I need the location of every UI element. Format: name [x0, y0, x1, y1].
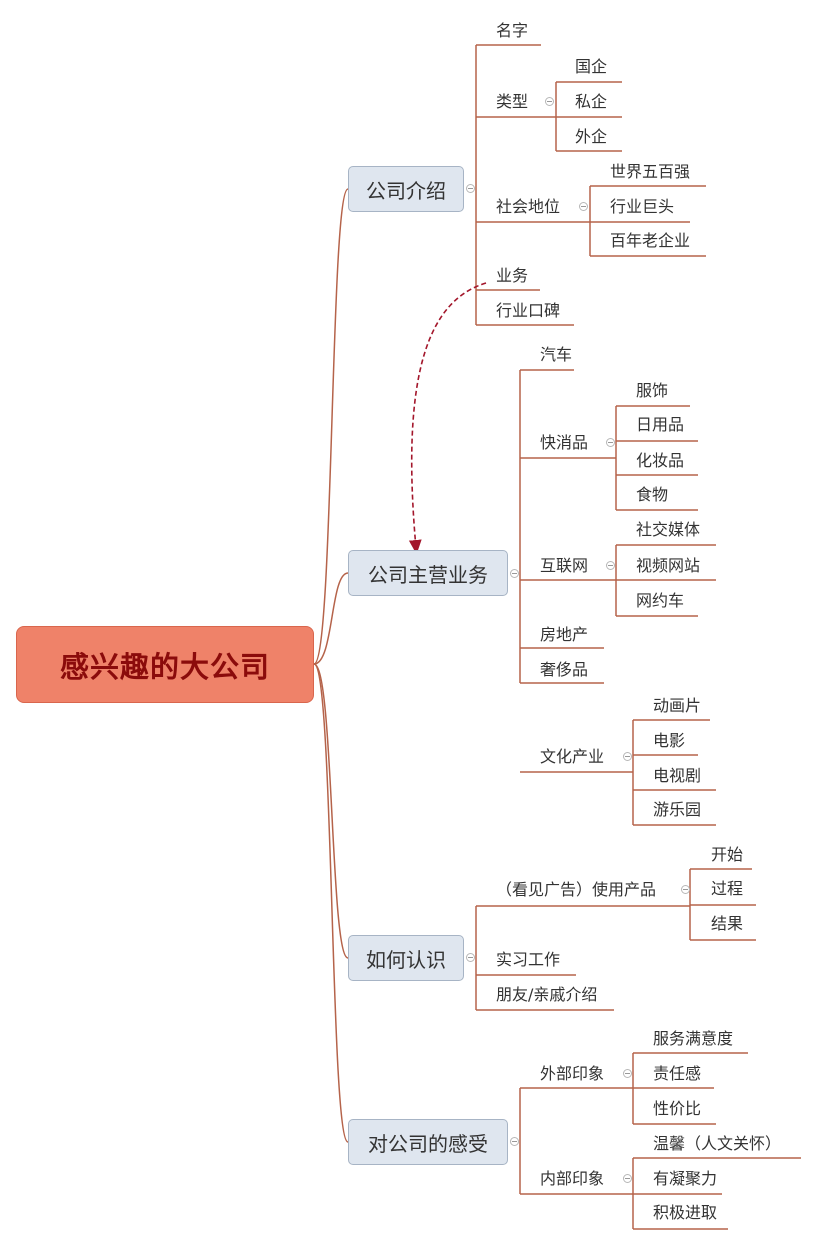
subtopic-ride-hailing[interactable]: 网约车: [636, 591, 685, 610]
topic-real-estate[interactable]: 房地产: [540, 625, 589, 644]
subtopic-responsibility[interactable]: 责任感: [653, 1064, 702, 1083]
subtopic-foreign[interactable]: 外企: [575, 127, 608, 146]
collapse-toggle-icon[interactable]: [681, 885, 690, 894]
main-node-company-intro[interactable]: 公司介绍: [348, 166, 464, 212]
collapse-toggle-icon[interactable]: [579, 202, 588, 211]
subtopic-amusement-park[interactable]: 游乐园: [653, 800, 702, 819]
collapse-toggle-icon[interactable]: [623, 752, 632, 761]
subtopic-process[interactable]: 过程: [711, 879, 744, 898]
subtopic-apparel[interactable]: 服饰: [636, 381, 669, 400]
topic-internet[interactable]: 互联网: [540, 556, 589, 575]
connector: [313, 572, 349, 665]
topic-friend-referral[interactable]: 朋友/亲戚介绍: [496, 985, 598, 1004]
collapse-toggle-icon[interactable]: [623, 1174, 632, 1183]
main-node-feelings[interactable]: 对公司的感受: [348, 1119, 508, 1165]
topic-name[interactable]: 名字: [496, 21, 529, 40]
topic-external-impression[interactable]: 外部印象: [540, 1064, 605, 1083]
collapse-toggle-icon[interactable]: [466, 953, 475, 962]
collapse-toggle-icon[interactable]: [545, 97, 554, 106]
topic-social-status[interactable]: 社会地位: [496, 197, 561, 216]
topic-internship[interactable]: 实习工作: [496, 950, 561, 969]
subtopic-social-media[interactable]: 社交媒体: [636, 520, 701, 539]
subtopic-video-site[interactable]: 视频网站: [636, 556, 701, 575]
subtopic-industry-giant[interactable]: 行业巨头: [610, 197, 675, 216]
main-node-how-to-know[interactable]: 如何认识: [348, 935, 464, 981]
subtopic-service-satisfaction[interactable]: 服务满意度: [653, 1029, 734, 1048]
subtopic-private[interactable]: 私企: [575, 92, 608, 111]
topic-culture-industry[interactable]: 文化产业: [540, 747, 605, 766]
collapse-toggle-icon[interactable]: [466, 184, 475, 193]
topic-reputation[interactable]: 行业口碑: [496, 301, 561, 320]
subtopic-fortune-500[interactable]: 世界五百强: [610, 162, 691, 181]
collapse-toggle-icon[interactable]: [606, 561, 615, 570]
collapse-toggle-icon[interactable]: [510, 1137, 519, 1146]
topic-auto[interactable]: 汽车: [540, 345, 573, 364]
subtopic-cohesion[interactable]: 有凝聚力: [653, 1169, 718, 1188]
topic-fmcg[interactable]: 快消品: [540, 433, 589, 452]
connector: [313, 663, 349, 1143]
subtopic-food[interactable]: 食物: [636, 485, 669, 504]
subtopic-animation[interactable]: 动画片: [653, 696, 702, 715]
collapse-toggle-icon[interactable]: [510, 569, 519, 578]
subtopic-proactive[interactable]: 积极进取: [653, 1203, 718, 1222]
topic-business[interactable]: 业务: [496, 266, 529, 285]
topic-use-product[interactable]: （看见广告）使用产品: [496, 880, 657, 899]
root-node[interactable]: 感兴趣的大公司: [16, 626, 314, 703]
subtopic-value-for-money[interactable]: 性价比: [653, 1099, 702, 1118]
subtopic-century-old[interactable]: 百年老企业: [610, 231, 691, 250]
topic-internal-impression[interactable]: 内部印象: [540, 1169, 605, 1188]
topic-luxury[interactable]: 奢侈品: [540, 660, 589, 679]
connector: [408, 282, 487, 555]
collapse-toggle-icon[interactable]: [623, 1069, 632, 1078]
subtopic-start[interactable]: 开始: [711, 845, 744, 864]
subtopic-state-owned[interactable]: 国企: [575, 57, 608, 76]
subtopic-movie[interactable]: 电影: [653, 731, 686, 750]
subtopic-daily-goods[interactable]: 日用品: [636, 415, 685, 434]
main-node-main-business[interactable]: 公司主营业务: [348, 550, 508, 596]
subtopic-tv-series[interactable]: 电视剧: [653, 766, 702, 785]
subtopic-cosmetics[interactable]: 化妆品: [636, 451, 685, 470]
subtopic-result[interactable]: 结果: [711, 914, 744, 933]
connector: [313, 188, 349, 665]
topic-type[interactable]: 类型: [496, 92, 529, 111]
connector: [313, 663, 349, 959]
subtopic-warmth[interactable]: 温馨（人文关怀）: [653, 1134, 782, 1153]
collapse-toggle-icon[interactable]: [606, 438, 615, 447]
